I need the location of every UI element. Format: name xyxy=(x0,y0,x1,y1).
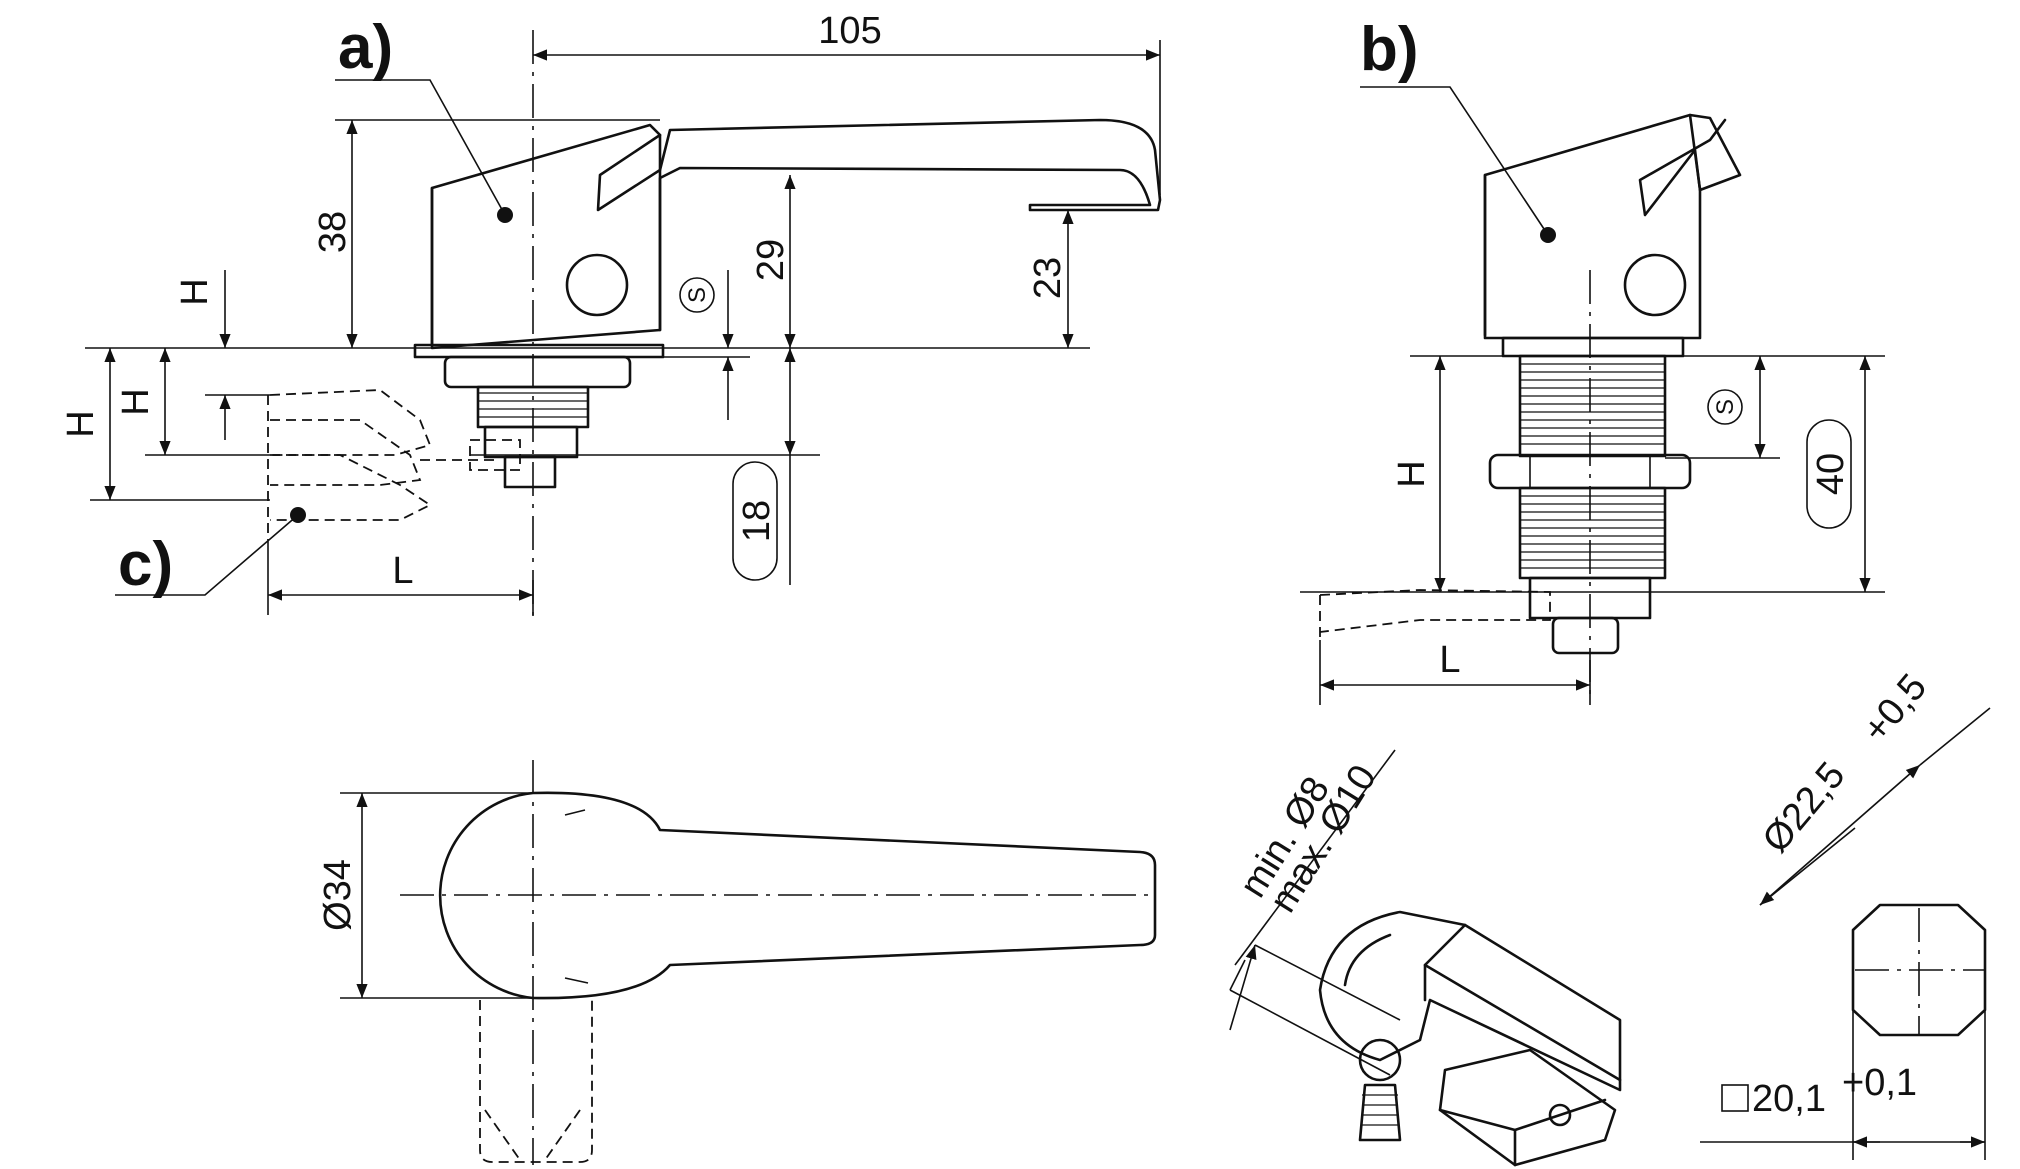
h-a-large: H xyxy=(60,410,102,437)
dimension-labels-view-b: b) H L S 40 xyxy=(1360,15,1852,681)
dim-18-box: 18 xyxy=(732,461,778,581)
label-b: b) xyxy=(1360,15,1419,84)
dim-38: 38 xyxy=(312,211,354,253)
s-label-a: S xyxy=(684,287,711,303)
dimension-labels-view-a: 105 38 29 23 18 S H H H L a) c) xyxy=(60,10,1069,599)
dim-18: 18 xyxy=(736,500,778,542)
dim-23: 23 xyxy=(1027,257,1069,299)
dim-40: 40 xyxy=(1810,453,1852,495)
h-b: H xyxy=(1391,460,1433,487)
dim-d34: Ø34 xyxy=(317,859,359,931)
isometric-view: min. Ø8 max. Ø10 xyxy=(1229,749,1622,1167)
dim-sq20: 20,1 xyxy=(1752,1078,1826,1120)
top-view: Ø34 xyxy=(317,760,1157,1165)
l-a: L xyxy=(392,550,413,592)
dimensions-view-a xyxy=(85,40,1161,615)
view-b-side xyxy=(1319,86,1742,700)
h-a-mid: H xyxy=(115,388,157,415)
s-symbol-a: S xyxy=(679,277,715,313)
dim-105: 105 xyxy=(818,10,881,52)
s-label-b: S xyxy=(1712,399,1739,415)
dim-d22: Ø22,5 xyxy=(1755,754,1854,860)
s-symbol-b: S xyxy=(1707,389,1743,425)
cutout-view: Ø22,5 +0,5 20,1 +0,1 xyxy=(1700,666,1991,1160)
dim-40-box: 40 xyxy=(1806,419,1852,529)
dimensions-view-b xyxy=(1300,355,1885,705)
dim-29: 29 xyxy=(750,239,792,281)
label-a: a) xyxy=(338,13,393,82)
h-a-small: H xyxy=(174,278,216,305)
dim-sq20-tol: +0,1 xyxy=(1842,1062,1917,1104)
dim-d22-tol: +0,5 xyxy=(1855,666,1935,750)
view-a-side xyxy=(115,30,1162,620)
l-b: L xyxy=(1439,639,1460,681)
label-c: c) xyxy=(118,530,173,599)
